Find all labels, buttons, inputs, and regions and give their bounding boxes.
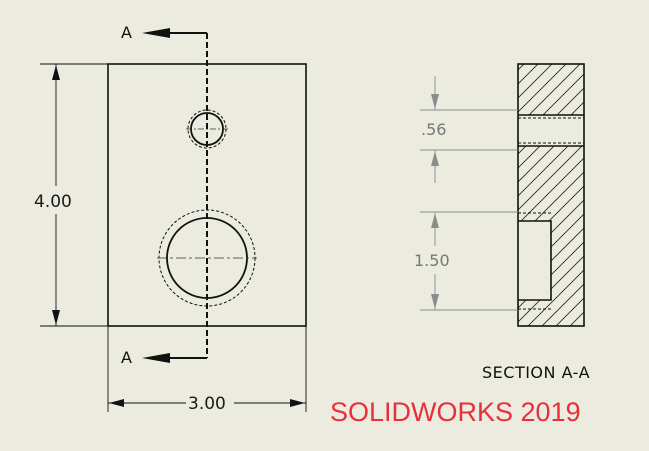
hole-depth-dimension: .56 bbox=[420, 76, 518, 183]
section-marker-top: A bbox=[121, 23, 132, 42]
height-dimension: 4.00 bbox=[34, 63, 108, 327]
section-view: .56 1.50 SECTION A-A bbox=[414, 63, 590, 382]
section-marker-bottom: A bbox=[121, 348, 132, 367]
front-view: A A 4.00 3.00 bbox=[34, 23, 307, 414]
section-outline bbox=[517, 63, 585, 327]
height-dimension-text: 4.00 bbox=[34, 192, 72, 212]
hole-depth-text: .56 bbox=[421, 120, 446, 139]
section-arrow-top bbox=[142, 28, 170, 38]
counterbore-depth-text: 1.50 bbox=[414, 251, 450, 270]
width-dimension-text: 3.00 bbox=[188, 394, 226, 414]
section-arrow-bottom bbox=[142, 353, 170, 363]
counterbore-depth-dimension: 1.50 bbox=[414, 211, 518, 311]
solidworks-watermark: SOLIDWORKS 2019 bbox=[330, 397, 581, 427]
width-dimension: 3.00 bbox=[107, 326, 307, 414]
section-title: SECTION A-A bbox=[482, 363, 590, 382]
